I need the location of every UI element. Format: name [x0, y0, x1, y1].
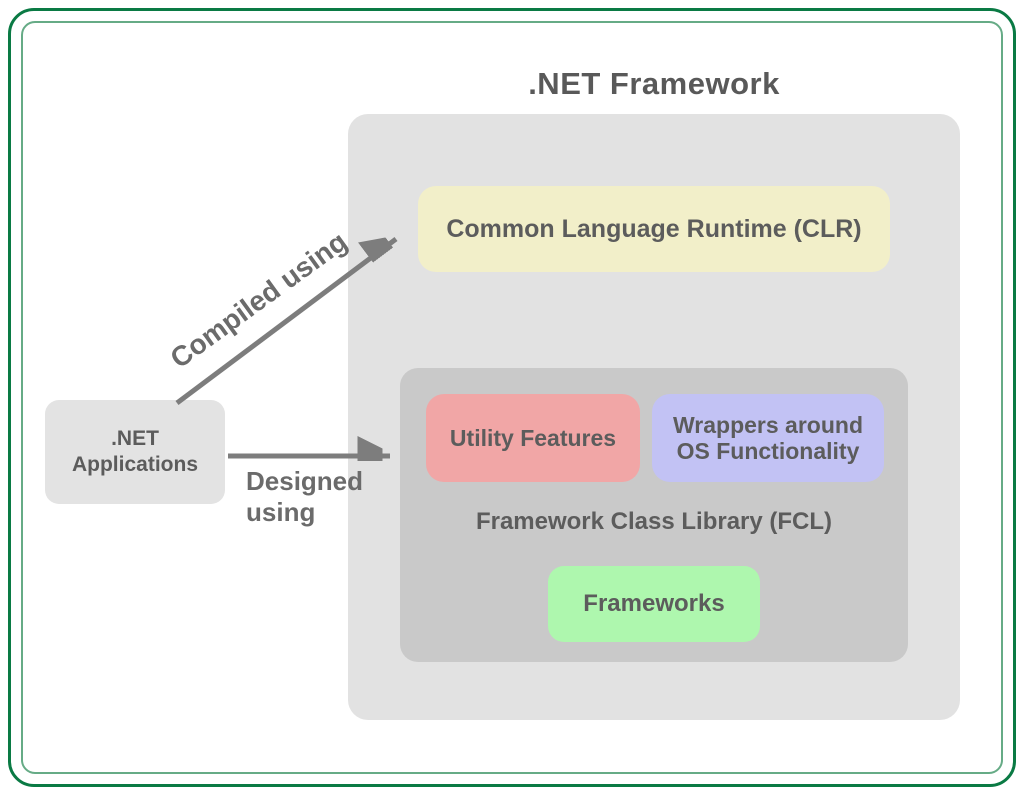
designed-using-label: Designed using [246, 466, 363, 528]
utility-features-label: Utility Features [449, 424, 617, 451]
app-label-line1: .NET [111, 426, 159, 450]
designed-label-line1: Designed [246, 466, 364, 496]
clr-label: Common Language Runtime (CLR) [446, 214, 862, 243]
frameworks-box: Frameworks [548, 566, 760, 642]
frameworks-label: Frameworks [583, 590, 725, 617]
inner-green-border [21, 21, 1003, 774]
diagram-title: .NET Framework [528, 66, 780, 101]
clr-box: Common Language Runtime (CLR) [418, 186, 890, 272]
net-applications-box: .NET Applications [45, 400, 225, 504]
app-label-line2: Applications [71, 453, 198, 476]
outer-green-border [8, 8, 1016, 787]
wrappers-box: Wrappers around OS Functionality [652, 394, 884, 482]
utility-features-box: Utility Features [426, 394, 640, 482]
fcl-label: Framework Class Library (FCL) [475, 508, 833, 535]
wrappers-label-line1: Wrappers around [673, 411, 863, 438]
wrappers-label-line2: OS Functionality [676, 438, 860, 464]
designed-label-line2: using [246, 497, 316, 528]
